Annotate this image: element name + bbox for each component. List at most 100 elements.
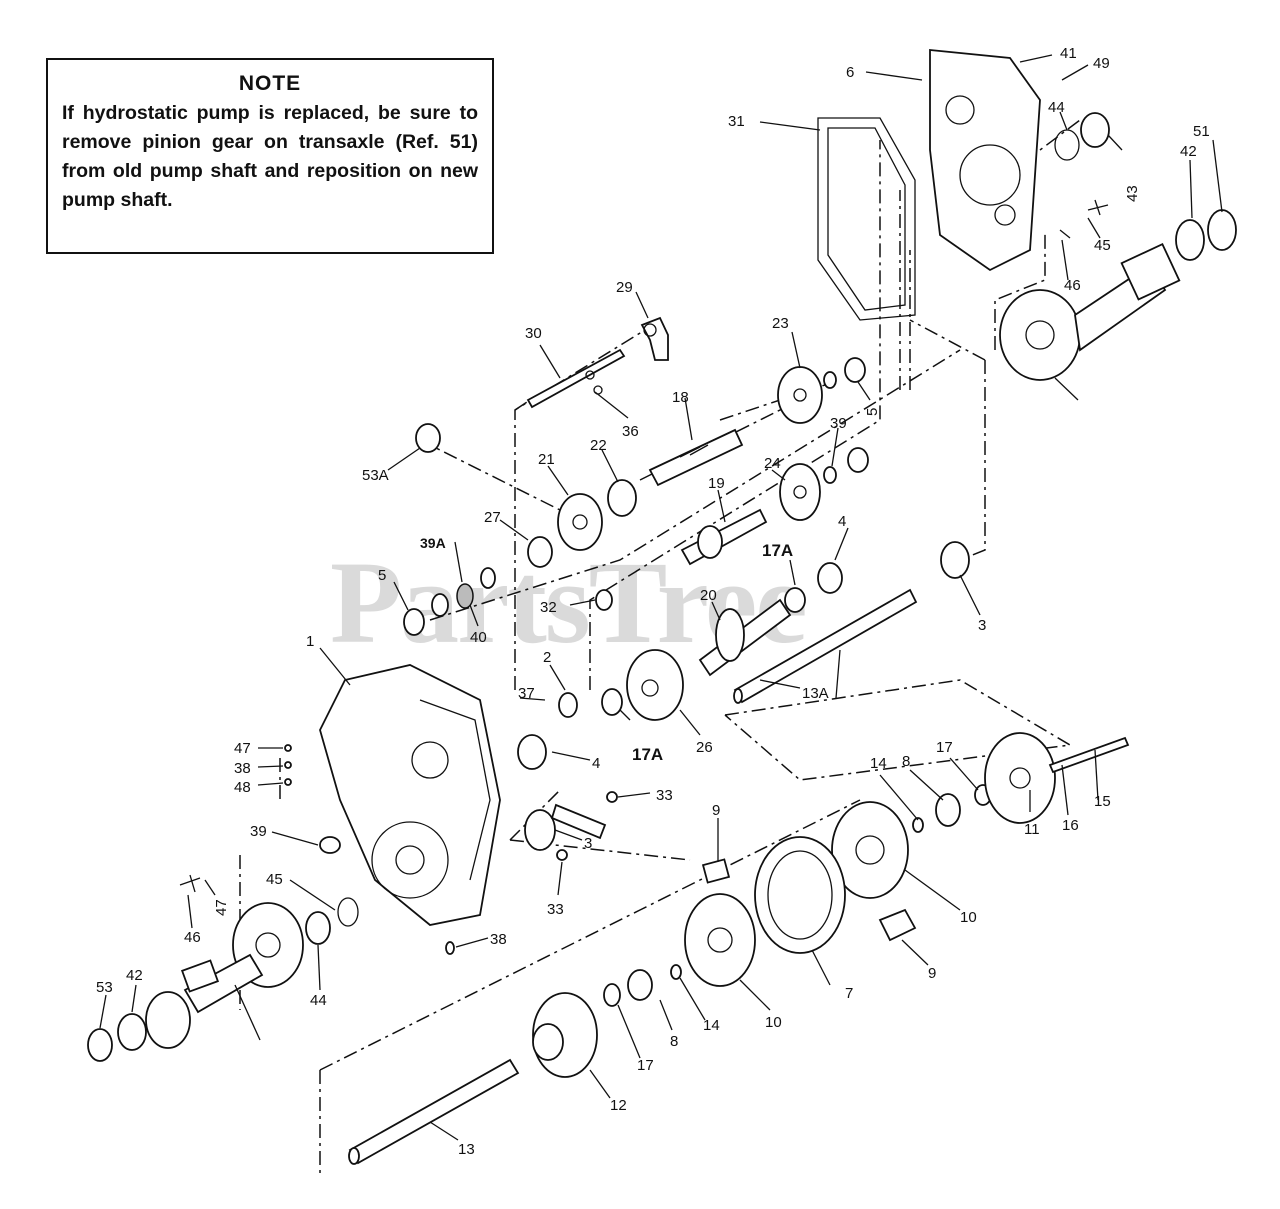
- assembly-guide-lines: [239, 119, 1081, 1175]
- callout-39: 39: [830, 415, 847, 432]
- callout-38: 38: [490, 931, 507, 948]
- callout-labels: 6 41 49 44 43 31 42 51 45 46 29 30 23 36…: [96, 45, 1210, 1158]
- callout-37: 39: [250, 823, 267, 840]
- callout-49: 48: [234, 779, 251, 796]
- callout-21: 21: [538, 451, 555, 468]
- callout-5-right: 5: [864, 408, 881, 416]
- axle-part-53: [87, 836, 359, 1062]
- callout-20: 20: [700, 587, 717, 604]
- bearing-part-5-left: [403, 608, 425, 636]
- shaft-part-20: [698, 598, 792, 677]
- callout-45: 45: [1094, 237, 1111, 254]
- bearings-part-5-4-39: [817, 357, 970, 594]
- bearing-part-27: [527, 536, 553, 568]
- gear-part-24: [779, 463, 821, 521]
- spider-blocks-part-9: [701, 858, 917, 942]
- differential-housing-part-10-lower: [684, 893, 756, 987]
- callout-14-lower: 14: [703, 1017, 720, 1034]
- callout-29: 29: [616, 279, 633, 296]
- callout-44-left: 45: [266, 871, 283, 888]
- callout-2: 2: [543, 649, 551, 666]
- callout-1: 1: [306, 633, 314, 650]
- pinion-gear-part-51: [415, 423, 441, 453]
- axle-shaft-part-13: [348, 1058, 520, 1165]
- callout-31: 31: [728, 113, 745, 130]
- shaft-part-19: [680, 508, 768, 566]
- differential-cover-part-11: [984, 732, 1130, 824]
- callout-50: 51: [1193, 123, 1210, 140]
- callout-4-upper: 4: [838, 513, 846, 530]
- callout-51: 53A: [362, 467, 389, 484]
- callout-4-lower: 4: [592, 755, 600, 772]
- gear-part-23: [777, 366, 823, 424]
- callout-14-upper: 14: [870, 755, 887, 772]
- callout-3-right: 3: [978, 617, 986, 634]
- callout-42: 42: [1180, 143, 1197, 160]
- callout-46: 46: [1064, 277, 1081, 294]
- callout-17-lower: 17: [637, 1057, 654, 1074]
- callout-13A: 13A: [802, 685, 829, 702]
- callout-33-upper: 33: [656, 787, 673, 804]
- callout-50-left: 53: [96, 979, 113, 996]
- callout-16: 16: [1062, 817, 1079, 834]
- shift-fork-part-29: [640, 316, 669, 361]
- callout-7: 7: [845, 985, 853, 1002]
- callout-18: 18: [672, 389, 689, 406]
- callout-35: 37: [518, 685, 535, 702]
- callout-26: 26: [696, 739, 713, 756]
- callout-47: 49: [1093, 55, 1110, 72]
- washers-39A-40: [431, 567, 496, 617]
- callout-6: 6: [846, 64, 854, 81]
- callout-24: 24: [764, 455, 781, 472]
- gasket-part-31: [817, 117, 916, 321]
- small-fasteners-33-38-48-36-49: [284, 744, 618, 955]
- axle-part-53A: [999, 112, 1237, 381]
- callout-9-upper: 9: [712, 802, 720, 819]
- callout-44: 44: [1048, 99, 1065, 116]
- callout-8-upper: 8: [902, 753, 910, 770]
- callout-10-right: 10: [960, 909, 977, 926]
- callout-43-left: 44: [310, 992, 327, 1009]
- callout-45-left: 46: [184, 929, 201, 946]
- differential-housing-part-10-upper: [831, 801, 909, 899]
- washers-17A-2-32: [558, 587, 806, 718]
- callout-32: 32: [540, 599, 557, 616]
- gear-part-26: [626, 649, 684, 721]
- shift-rod-part-30: [526, 348, 626, 409]
- gear-part-21: [557, 493, 603, 551]
- callout-17A-upper: 17A: [762, 541, 793, 560]
- shaft-part-13A: [733, 588, 918, 704]
- note-title: NOTE: [238, 72, 302, 95]
- callout-17-upper: 17: [936, 739, 953, 756]
- callout-23: 23: [772, 315, 789, 332]
- gears-part-8-14-17: [603, 784, 992, 1007]
- gear-part-22: [607, 479, 637, 517]
- callout-42-left: 42: [126, 967, 143, 984]
- callout-22: 22: [590, 437, 607, 454]
- callout-3-lower: 3: [584, 835, 592, 852]
- callout-33-lower: 33: [547, 901, 564, 918]
- callout-10-lower: 10: [765, 1014, 782, 1031]
- differential-cover-part-12: [532, 992, 598, 1078]
- callout-8-lower: 8: [670, 1033, 678, 1050]
- callout-40: 40: [470, 629, 487, 646]
- rear-cover-part-6: [929, 49, 1041, 272]
- callout-34: 36: [622, 423, 639, 440]
- callout-39A: 39A: [420, 535, 446, 551]
- callout-30: 30: [525, 325, 542, 342]
- callout-48: 47: [234, 740, 251, 757]
- callout-11: 11: [1024, 821, 1040, 838]
- leader-lines: [99, 54, 1223, 1141]
- callout-12: 12: [610, 1097, 627, 1114]
- note-body: If hydrostatic pump is replaced, be sure…: [62, 102, 478, 211]
- callout-5-left: 5: [378, 567, 386, 584]
- callout-9-lower: 9: [928, 965, 936, 982]
- callout-36: 38: [234, 760, 251, 777]
- callout-27: 27: [484, 509, 501, 526]
- shaft-part-18: [648, 428, 744, 487]
- callout-19: 19: [708, 475, 725, 492]
- bearings-part-4-3: [517, 734, 607, 851]
- note-box: NOTE If hydrostatic pump is replaced, be…: [46, 58, 494, 254]
- callout-43: 43: [1124, 185, 1141, 202]
